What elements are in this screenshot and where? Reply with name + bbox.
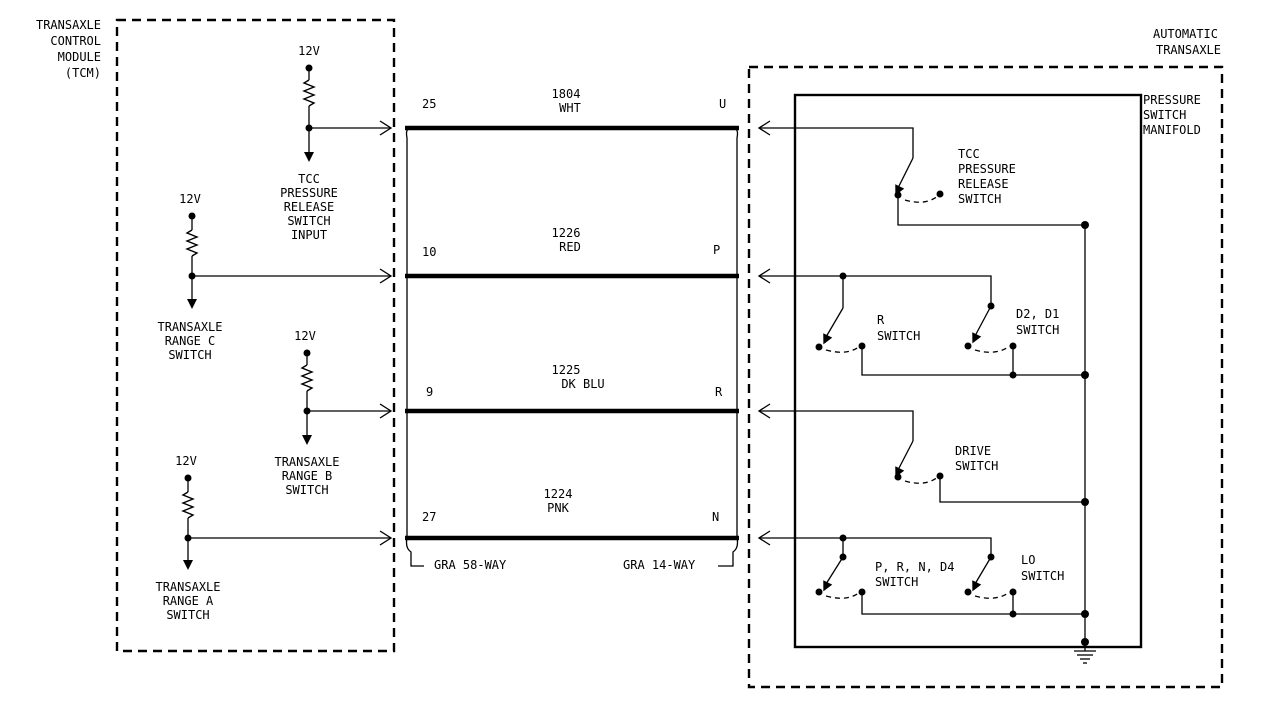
- switch-label-line: DRIVE: [955, 444, 991, 458]
- circuit-number: 1225: [552, 363, 581, 377]
- circuit-number: 1226: [552, 226, 581, 240]
- tcm-pin: 27: [422, 510, 436, 524]
- ground-bus: [1074, 221, 1096, 664]
- supply-voltage-label: 12V: [175, 454, 197, 468]
- tcm-enclosure: [115, 18, 396, 653]
- range-c-circuit: 12V TRANSAXLE RANGE C SWITCH: [157, 192, 393, 362]
- transaxle-pin: R: [715, 385, 723, 399]
- switch-label-line: SWITCH: [958, 192, 1001, 206]
- transaxle-enclosure: [747, 65, 1224, 689]
- switch-label-line: SWITCH: [955, 459, 998, 473]
- wire-color: DK BLU: [561, 377, 604, 391]
- manifold-label-line: SWITCH: [1143, 108, 1186, 122]
- wire-color: WHT: [559, 101, 581, 115]
- input-label-line: TCC: [298, 172, 320, 186]
- wire-color: RED: [559, 240, 581, 254]
- transaxle-connector-label: GRA 14-WAY: [623, 558, 696, 572]
- input-label-line: INPUT: [291, 228, 327, 242]
- drive-switch-label: DRIVE SWITCH: [955, 444, 998, 473]
- transaxle-pin: P: [713, 243, 720, 257]
- tcm-title-line: CONTROL: [50, 34, 101, 48]
- tcc-pressure-release-switch: TCC PRESSURE RELEASE SWITCH: [757, 120, 1085, 226]
- transaxle-pin: U: [719, 97, 726, 111]
- switch-label-line: TCC: [958, 147, 980, 161]
- tcm-pin: 9: [426, 385, 433, 399]
- input-label-line: PRESSURE: [280, 186, 338, 200]
- switch-label-line: SWITCH: [1021, 569, 1064, 583]
- range-b-label: TRANSAXLE RANGE B SWITCH: [274, 455, 339, 497]
- tcm-title-line: (TCM): [65, 66, 101, 80]
- supply-voltage-label: 12V: [294, 329, 316, 343]
- prnd4-and-lo-switches: P, R, N, D4 SWITCH LO SWITCH: [757, 530, 1085, 618]
- switch-label-line: SWITCH: [877, 329, 920, 343]
- tcm-pin: 10: [422, 245, 436, 259]
- tcm-title-line: MODULE: [58, 50, 101, 64]
- tcc-switch-label: TCC PRESSURE RELEASE SWITCH: [958, 147, 1016, 206]
- r-switch-label: R SWITCH: [877, 313, 920, 343]
- tcm-title-line: TRANSAXLE: [36, 18, 101, 32]
- wire-1225: 9 1225 DK BLU R: [405, 363, 739, 414]
- circuit-number: 1804: [552, 87, 581, 101]
- input-label-line: TRANSAXLE: [155, 580, 220, 594]
- circuit-number: 1224: [544, 487, 573, 501]
- switch-label-line: D2, D1: [1016, 307, 1059, 321]
- input-label-line: SWITCH: [168, 348, 211, 362]
- input-label-line: RANGE B: [282, 469, 333, 483]
- drive-switch: DRIVE SWITCH: [757, 403, 1085, 503]
- range-b-circuit: 12V TRANSAXLE RANGE B SWITCH: [274, 329, 393, 497]
- range-a-circuit: 12V TRANSAXLE RANGE A SWITCH: [155, 454, 393, 622]
- input-label-line: SWITCH: [285, 483, 328, 497]
- supply-voltage-label: 12V: [298, 44, 320, 58]
- manifold-label-line: MANIFOLD: [1143, 123, 1201, 137]
- switch-label-line: SWITCH: [1016, 323, 1059, 337]
- input-label-line: SWITCH: [166, 608, 209, 622]
- switch-label-line: SWITCH: [875, 575, 918, 589]
- tcc-input-label: TCC PRESSURE RELEASE SWITCH INPUT: [280, 172, 338, 242]
- transaxle-title-line: AUTOMATIC: [1153, 27, 1218, 41]
- lo-switch-label: LO SWITCH: [1021, 553, 1064, 583]
- transaxle-title-line: TRANSAXLE: [1156, 43, 1221, 57]
- wire-1804: 25 1804 WHT U: [405, 87, 739, 131]
- r-and-d2d1-switches: R SWITCH D2, D1 SWITCH: [757, 268, 1085, 379]
- input-label-line: RANGE C: [165, 334, 216, 348]
- switch-label-line: RELEASE: [958, 177, 1009, 191]
- input-label-line: TRANSAXLE: [274, 455, 339, 469]
- harness: 25 1804 WHT U 10 1226 RED P 9 1225 DK BL…: [405, 87, 739, 572]
- d2d1-switch-label: D2, D1 SWITCH: [1016, 307, 1059, 337]
- tcm-connector-label: GRA 58-WAY: [434, 558, 507, 572]
- switch-label-line: P, R, N, D4: [875, 560, 954, 574]
- manifold-label: PRESSURE SWITCH MANIFOLD: [1143, 93, 1201, 137]
- input-label-line: SWITCH: [287, 214, 330, 228]
- tcm-title: TRANSAXLE CONTROL MODULE (TCM): [36, 18, 101, 80]
- transaxle-title: AUTOMATIC TRANSAXLE: [1153, 27, 1221, 57]
- transaxle-pin: N: [712, 510, 719, 524]
- wire-1224: 27 1224 PNK N: [405, 487, 739, 541]
- ground-icon: [1074, 650, 1096, 664]
- pressure-switch-manifold: [793, 93, 1143, 649]
- input-label-line: RANGE A: [163, 594, 214, 608]
- switch-label-line: LO: [1021, 553, 1035, 567]
- prnd4-switch-label: P, R, N, D4 SWITCH: [875, 560, 954, 589]
- tcm-pin: 25: [422, 97, 436, 111]
- input-label-line: TRANSAXLE: [157, 320, 222, 334]
- input-label-line: RELEASE: [284, 200, 335, 214]
- range-c-label: TRANSAXLE RANGE C SWITCH: [157, 320, 222, 362]
- supply-voltage-label: 12V: [179, 192, 201, 206]
- switch-label-line: PRESSURE: [958, 162, 1016, 176]
- tcc-input-circuit: 12V TCC PRESSURE RELEASE SWITCH INPUT: [280, 44, 393, 242]
- wire-color: PNK: [547, 501, 569, 515]
- wire-1226: 10 1226 RED P: [405, 226, 739, 279]
- manifold-label-line: PRESSURE: [1143, 93, 1201, 107]
- switch-label-line: R: [877, 313, 885, 327]
- range-a-label: TRANSAXLE RANGE A SWITCH: [155, 580, 220, 622]
